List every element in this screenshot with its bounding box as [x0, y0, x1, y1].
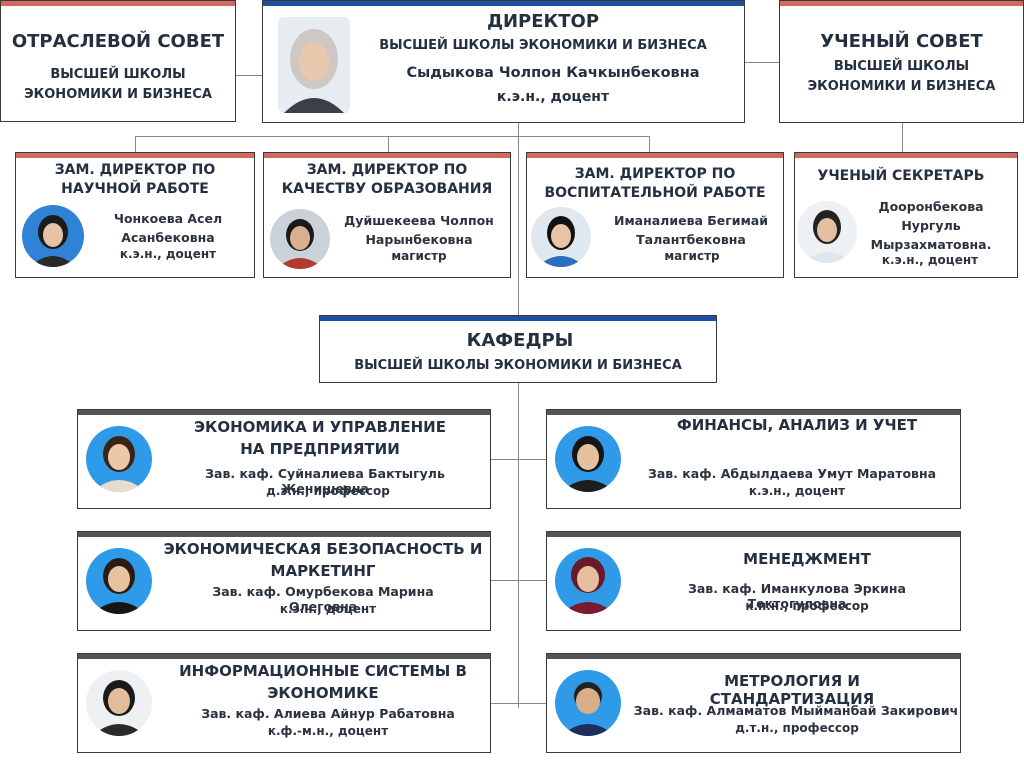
department-head-photo — [86, 670, 152, 736]
departments-title: КАФЕДРЫ — [466, 330, 574, 351]
department-degree: к.ф.-м.н., доцент — [267, 724, 389, 738]
director-box: ДИРЕКТОР ВЫСШЕЙ ШКОЛЫ ЭКОНОМИКИ И БИЗНЕС… — [262, 0, 745, 123]
deputy-title: ЗАМ. ДИРЕКТОР ПО ВОСПИТАТЕЛЬНОЙ РАБОТЕ — [544, 166, 766, 201]
deputy-photo — [22, 205, 84, 267]
deputy-box-research: ЗАМ. ДИРЕКТОР ПО НАУЧНОЙ РАБОТЕ Чонкоева… — [15, 152, 255, 278]
connector-deputies-horizontal — [135, 136, 650, 137]
department-head: Зав. каф. Алиева Айнур Рабатовна — [201, 706, 455, 721]
deputy-degree: магистр — [664, 249, 720, 263]
secretary-degree: к.э.н., доцент — [881, 253, 979, 267]
department-head: Зав. каф. Иманкулова Эркина Токтогуловна — [687, 581, 906, 611]
industry-council-subtitle: ВЫСШЕЙ ШКОЛЫ ЭКОНОМИКИ И БИЗНЕСА — [24, 67, 212, 102]
director-title: ДИРЕКТОР — [486, 11, 600, 32]
department-box: ИНФОРМАЦИОННЫЕ СИСТЕМЫ В ЭКОНОМИКЕ Зав. … — [77, 653, 491, 753]
director-degree: к.э.н., доцент — [496, 89, 610, 105]
department-title: МЕТРОЛОГИЯ И СТАНДАРТИЗАЦИЯ — [709, 672, 875, 708]
department-head-photo — [555, 548, 621, 614]
director-photo — [278, 17, 350, 113]
department-degree: к.п.н., профессор — [745, 599, 869, 613]
connector-dept-row3 — [490, 703, 547, 704]
department-head: Зав. каф. Суйналиева Бактыгуль Женишевна — [205, 466, 445, 496]
departments-subtitle: ВЫСШЕЙ ШКОЛЫ ЭКОНОМИКИ И БИЗНЕСА — [354, 358, 682, 373]
deputy-name: Чонкоева Асел Асанбековна — [113, 211, 223, 245]
department-degree: к.э.н., доцент — [748, 484, 846, 498]
department-head-photo — [86, 426, 152, 492]
department-head-photo — [555, 670, 621, 736]
industry-council-box: ОТРАСЛЕВОЙ СОВЕТ ВЫСШЕЙ ШКОЛЫ ЭКОНОМИКИ … — [0, 0, 236, 122]
department-head-photo — [86, 548, 152, 614]
connector-deputy-3 — [649, 136, 650, 153]
industry-council-title: ОТРАСЛЕВОЙ СОВЕТ — [11, 31, 225, 52]
department-title: ФИНАНСЫ, АНАЛИЗ И УЧЕТ — [676, 416, 918, 434]
department-degree: д.э.н., профессор — [266, 484, 390, 498]
deputy-name: Дуйшекеева Чолпон Нарынбековна — [344, 213, 494, 247]
department-degree: д.т.н., профессор — [735, 721, 859, 735]
connector-deputy-1 — [135, 136, 136, 153]
department-box: МЕТРОЛОГИЯ И СТАНДАРТИЗАЦИЯ Зав. каф. Ал… — [546, 653, 961, 753]
department-head: Зав. каф. Абдылдаева Умут Маратовна — [647, 466, 937, 481]
secretary-title: УЧЕНЫЙ СЕКРЕТАРЬ — [817, 168, 985, 184]
connector-dept-row2 — [490, 580, 547, 581]
deputy-box-quality: ЗАМ. ДИРЕКТОР ПО КАЧЕСТВУ ОБРАЗОВАНИЯ Ду… — [263, 152, 511, 278]
department-box: ЭКОНОМИЧЕСКАЯ БЕЗОПАСНОСТЬ И МАРКЕТИНГ З… — [77, 531, 491, 631]
department-head: Зав. каф. Омурбекова Марина Олеговна — [212, 584, 434, 614]
department-box: МЕНЕДЖМЕНТ Зав. каф. Иманкулова Эркина Т… — [546, 531, 961, 631]
director-subtitle: ВЫСШЕЙ ШКОЛЫ ЭКОНОМИКИ И БИЗНЕСА — [379, 38, 707, 53]
deputy-degree: магистр — [391, 249, 447, 263]
secretary-photo — [797, 201, 857, 263]
deputy-photo — [531, 207, 591, 267]
connector-main-vertical — [518, 122, 519, 708]
academic-council-title: УЧЕНЫЙ СОВЕТ — [820, 31, 983, 52]
connector-dept-row1 — [490, 459, 547, 460]
academic-council-box: УЧЕНЫЙ СОВЕТ ВЫСШЕЙ ШКОЛЫ ЭКОНОМИКИ И БИ… — [779, 0, 1024, 123]
connector-director-academic — [744, 62, 780, 63]
deputy-box-education: ЗАМ. ДИРЕКТОР ПО ВОСПИТАТЕЛЬНОЙ РАБОТЕ И… — [526, 152, 784, 278]
deputy-title: ЗАМ. ДИРЕКТОР ПО КАЧЕСТВУ ОБРАЗОВАНИЯ — [281, 162, 493, 197]
academic-council-subtitle: ВЫСШЕЙ ШКОЛЫ ЭКОНОМИКИ И БИЗНЕСА — [807, 59, 996, 94]
department-head: Зав. каф. Алмаматов Мыйманбай Закирович — [633, 703, 959, 718]
deputy-photo — [270, 209, 330, 269]
department-degree: к.э.н., доцент — [279, 602, 377, 616]
director-name: Сыдыкова Чолпон Качкынбековна — [406, 65, 700, 81]
department-title: ЭКОНОМИКА И УПРАВЛЕНИЕ НА ПРЕДПРИЯТИИ — [194, 418, 446, 458]
scientific-secretary-box: УЧЕНЫЙ СЕКРЕТАРЬ Дооронбекова Нургуль Мы… — [794, 152, 1018, 278]
connector-council-director — [236, 75, 263, 76]
department-head-photo — [555, 426, 621, 492]
department-title: ИНФОРМАЦИОННЫЕ СИСТЕМЫ В ЭКОНОМИКЕ — [179, 662, 467, 702]
department-box: ФИНАНСЫ, АНАЛИЗ И УЧЕТ Зав. каф. Абдылда… — [546, 409, 961, 509]
deputy-title: ЗАМ. ДИРЕКТОР ПО НАУЧНОЙ РАБОТЕ — [54, 162, 216, 197]
connector-academic-secretary — [902, 122, 903, 152]
deputy-degree: к.э.н., доцент — [119, 247, 217, 261]
departments-header-box: КАФЕДРЫ ВЫСШЕЙ ШКОЛЫ ЭКОНОМИКИ И БИЗНЕСА — [319, 315, 717, 383]
connector-deputy-2 — [388, 136, 389, 153]
department-title: ЭКОНОМИЧЕСКАЯ БЕЗОПАСНОСТЬ И МАРКЕТИНГ — [163, 540, 483, 580]
department-title: МЕНЕДЖМЕНТ — [743, 550, 871, 568]
secretary-name: Дооронбекова Нургуль Мырзахматовна. — [870, 199, 992, 252]
department-box: ЭКОНОМИКА И УПРАВЛЕНИЕ НА ПРЕДПРИЯТИИ За… — [77, 409, 491, 509]
deputy-name: Иманалиева Бегимай Талантбековна — [614, 213, 768, 247]
